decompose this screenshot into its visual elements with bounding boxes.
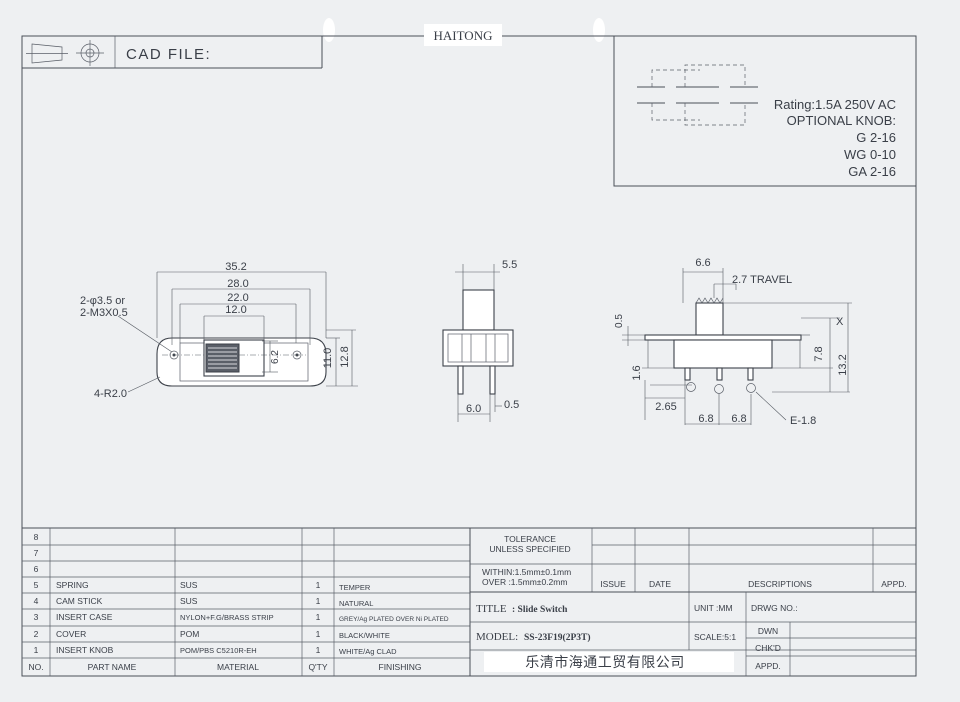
model-value: SS-23F19(2P3T) xyxy=(524,632,591,643)
title-value: : Slide Switch xyxy=(512,605,568,615)
dim-6-8-right: 6.8 xyxy=(731,413,746,425)
radius-spec: 4-R2.0 xyxy=(94,388,127,400)
cad-file-label: CAD FILE: xyxy=(126,46,211,63)
bom-row-5-qty: 1 xyxy=(316,580,321,590)
chkd-label: CHK'D xyxy=(755,643,781,653)
descriptions-header: DESCRIPTIONS xyxy=(748,579,812,589)
knob-option-1: G 2-16 xyxy=(856,130,896,145)
binder-hole-left xyxy=(323,18,335,42)
dim-6-2: 6.2 xyxy=(270,350,281,364)
bom-row-5-no: 5 xyxy=(34,580,39,590)
binder-hole-right xyxy=(593,18,605,42)
unit-label: UNIT :MM xyxy=(694,603,733,613)
knob-option-2: WG 0-10 xyxy=(844,147,896,162)
dim-13-2: 13.2 xyxy=(837,354,849,375)
rating-text: Rating:1.5A 250V AC xyxy=(774,97,896,112)
model-label: MODEL: xyxy=(476,631,518,643)
dim-11-0: 11.0 xyxy=(322,348,334,369)
bom-row-1-no: 1 xyxy=(34,645,39,655)
drwg-no-label: DRWG NO.: xyxy=(751,603,798,613)
title-block: TOLERANCE UNLESS SPECIFIED WITHIN:1.5mm±… xyxy=(470,528,916,676)
bom-row-5-finish: TEMPER xyxy=(339,583,371,592)
bom-header-finish: FINISHING xyxy=(379,662,422,672)
bom-row-4-qty: 1 xyxy=(316,596,321,606)
bom-header-material: MATERIAL xyxy=(217,662,259,672)
title-label: TITLE xyxy=(476,603,507,615)
knob-option-3: GA 2-16 xyxy=(848,164,896,179)
bom-header-no: NO. xyxy=(28,662,43,672)
brand-name: HAITONG xyxy=(434,28,493,43)
bom-row-1-part: INSERT KNOB xyxy=(56,645,114,655)
bom-row-4-no: 4 xyxy=(34,596,39,606)
front-view-drawing: 35.2 28.0 22.0 12.0 6.2 11.0 12.8 2-φ3.5… xyxy=(80,261,358,400)
appd-label: APPD. xyxy=(755,661,781,671)
optional-knob-label: OPTIONAL KNOB: xyxy=(787,113,896,128)
bom-row-6-no: 6 xyxy=(34,564,39,574)
bom-header-part: PART NAME xyxy=(88,662,137,672)
bom-table: 8 7 6 5 SPRING SUS 1 TEMPER 4 CAM STICK … xyxy=(22,527,916,676)
appd-header: APPD. xyxy=(881,579,907,589)
travel-dim: 2.7 TRAVEL xyxy=(732,274,792,286)
holes-spec-2: 2-M3X0.5 xyxy=(80,307,128,319)
cad-file-header: CAD FILE: xyxy=(22,36,323,69)
bom-row-2-qty: 1 xyxy=(316,629,321,639)
dim-5-5: 5.5 xyxy=(502,259,517,271)
bom-row-2-finish: BLACK/WHITE xyxy=(339,631,390,640)
bom-row-5-part: SPRING xyxy=(56,580,89,590)
holes-spec-1: 2-φ3.5 or xyxy=(80,295,125,307)
dim-0-5-side: 0.5 xyxy=(504,399,519,411)
bom-row-4-material: SUS xyxy=(180,596,198,606)
schematic-icon xyxy=(637,64,758,126)
bom-header-qty: Q'TY xyxy=(308,662,327,672)
bom-row-1-qty: 1 xyxy=(316,645,321,655)
company-name: 乐清市海通工贸有限公司 xyxy=(525,654,685,670)
bom-row-8-no: 8 xyxy=(34,532,39,542)
bom-row-3-finish: GREY/Ag PLATED OVER Ni PLATED xyxy=(339,616,449,623)
brand-badge xyxy=(424,24,502,46)
issue-header: ISSUE xyxy=(600,579,626,589)
date-header: DATE xyxy=(649,579,671,589)
tolerance-sub-label: UNLESS SPECIFIED xyxy=(489,544,570,554)
bom-row-3-part: INSERT CASE xyxy=(56,612,113,622)
bom-row-2-no: 2 xyxy=(34,629,39,639)
bom-row-5-material: SUS xyxy=(180,580,198,590)
dim-12-0: 12.0 xyxy=(225,304,246,316)
bom-row-2-part: COVER xyxy=(56,629,86,639)
tolerance-within: WITHIN:1.5mm±0.1mm xyxy=(482,567,571,577)
dim-7-8: 7.8 xyxy=(813,346,825,361)
bom-row-1-finish: WHITE/Ag CLAD xyxy=(339,647,397,656)
bom-row-3-material: NYLON+F.G/BRASS STRIP xyxy=(180,613,274,622)
spec-box: Rating:1.5A 250V AC OPTIONAL KNOB: G 2-1… xyxy=(613,36,916,187)
dwn-label: DWN xyxy=(758,626,778,636)
dim-28-0: 28.0 xyxy=(227,278,248,290)
tolerance-label: TOLERANCE xyxy=(504,534,556,544)
dim-6-8-left: 6.8 xyxy=(698,413,713,425)
dim-6-6: 6.6 xyxy=(695,257,710,269)
bom-row-4-part: CAM STICK xyxy=(56,596,103,606)
bom-row-4-finish: NATURAL xyxy=(339,599,373,608)
dim-0-5-section: 0.5 xyxy=(614,314,625,328)
dim-e-1-8: E-1.8 xyxy=(790,415,816,427)
bom-row-2-material: POM xyxy=(180,629,199,639)
side-view-drawing: 5.5 6.0 0.5 xyxy=(442,259,519,422)
dim-22-0: 22.0 xyxy=(227,292,248,304)
bom-row-7-no: 7 xyxy=(34,548,39,558)
scale-label: SCALE:5:1 xyxy=(694,632,736,642)
dim-2-65: 2.65 xyxy=(655,401,676,413)
dim-12-8: 12.8 xyxy=(339,346,351,367)
dim-35-2: 35.2 xyxy=(225,261,246,273)
bom-row-1-material: POM/PBS C5210R-EH xyxy=(180,646,257,655)
dim-6-0: 6.0 xyxy=(466,403,481,415)
section-view-drawing: 6.6 2.7 TRAVEL X 0.5 1.6 7.8 13.2 2.65 6… xyxy=(614,257,852,427)
projection-symbol-icon xyxy=(26,40,104,66)
bom-row-3-no: 3 xyxy=(34,612,39,622)
bom-row-3-qty: 1 xyxy=(316,612,321,622)
dim-x: X xyxy=(836,316,844,328)
dim-1-6: 1.6 xyxy=(631,365,643,380)
company-name-strip xyxy=(484,652,734,672)
tolerance-over: OVER :1.5mm±0.2mm xyxy=(482,577,567,587)
